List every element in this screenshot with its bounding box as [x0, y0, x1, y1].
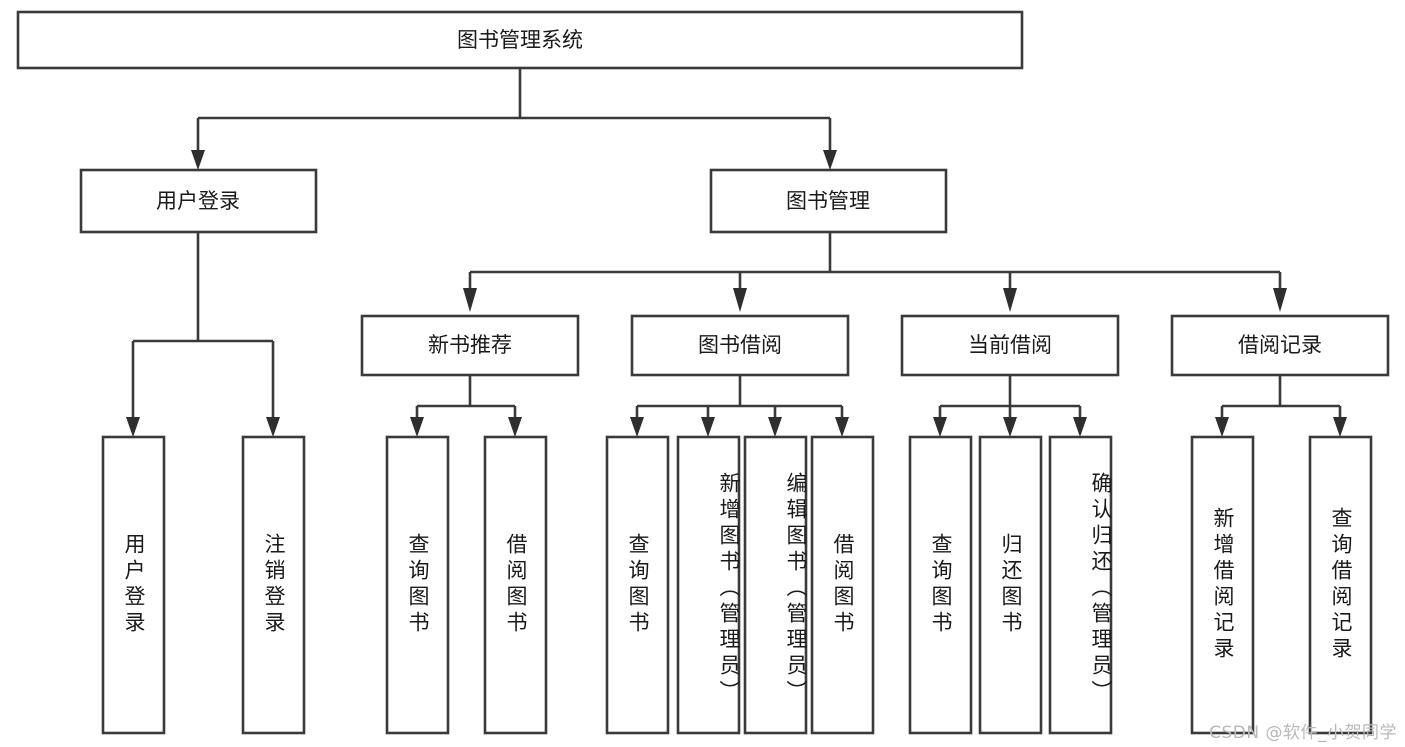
node-borrow-record[interactable]: 借阅记录 — [1170, 314, 1390, 377]
node-new-book-recommend[interactable]: 新书推荐 — [360, 314, 580, 377]
connector-borrow-record-children — [1215, 375, 1347, 437]
leaf-book-borrow-3[interactable] — [743, 435, 808, 735]
leaf-current-borrow-2[interactable] — [978, 435, 1043, 735]
leaf-user-login-1[interactable] — [101, 435, 166, 735]
node-borrow-record-label: 借阅记录 — [1238, 333, 1322, 357]
leaf-user-login-2[interactable] — [241, 435, 306, 735]
node-current-borrow[interactable]: 当前借阅 — [900, 314, 1120, 377]
node-new-book-recommend-label: 新书推荐 — [428, 333, 512, 357]
csdn-watermark: CSDN @软件_小贺同学 — [1209, 723, 1397, 743]
leaf-book-borrow-1[interactable] — [605, 435, 670, 735]
leaf-book-borrow-2[interactable] — [676, 435, 741, 735]
node-book-management[interactable]: 图书管理 — [709, 168, 948, 234]
node-book-borrow[interactable]: 图书借阅 — [630, 314, 850, 377]
connector-user-login-children — [126, 232, 280, 437]
node-book-borrow-label: 图书借阅 — [698, 333, 782, 357]
leaf-borrow-record-1[interactable] — [1190, 435, 1255, 735]
leaf-current-borrow-3[interactable] — [1048, 435, 1113, 735]
node-root-label: 图书管理系统 — [457, 28, 583, 52]
connector-book-borrow-children — [630, 375, 849, 437]
node-book-management-label: 图书管理 — [786, 189, 870, 213]
connector-root-to-bus — [191, 68, 837, 170]
node-current-borrow-label: 当前借阅 — [968, 333, 1052, 357]
node-user-login-label: 用户登录 — [156, 189, 240, 213]
connector-book-management-children — [463, 232, 1287, 312]
node-user-login[interactable]: 用户登录 — [79, 168, 318, 234]
leaf-new-book-2[interactable] — [483, 435, 548, 735]
leaf-book-borrow-4[interactable] — [810, 435, 875, 735]
node-root[interactable]: 图书管理系统 — [16, 10, 1024, 70]
leaf-new-book-1[interactable] — [385, 435, 450, 735]
leaf-borrow-record-2[interactable] — [1308, 435, 1373, 735]
leaf-current-borrow-1[interactable] — [908, 435, 973, 735]
connector-current-borrow-children — [933, 375, 1087, 437]
connector-new-book-children — [410, 375, 522, 437]
